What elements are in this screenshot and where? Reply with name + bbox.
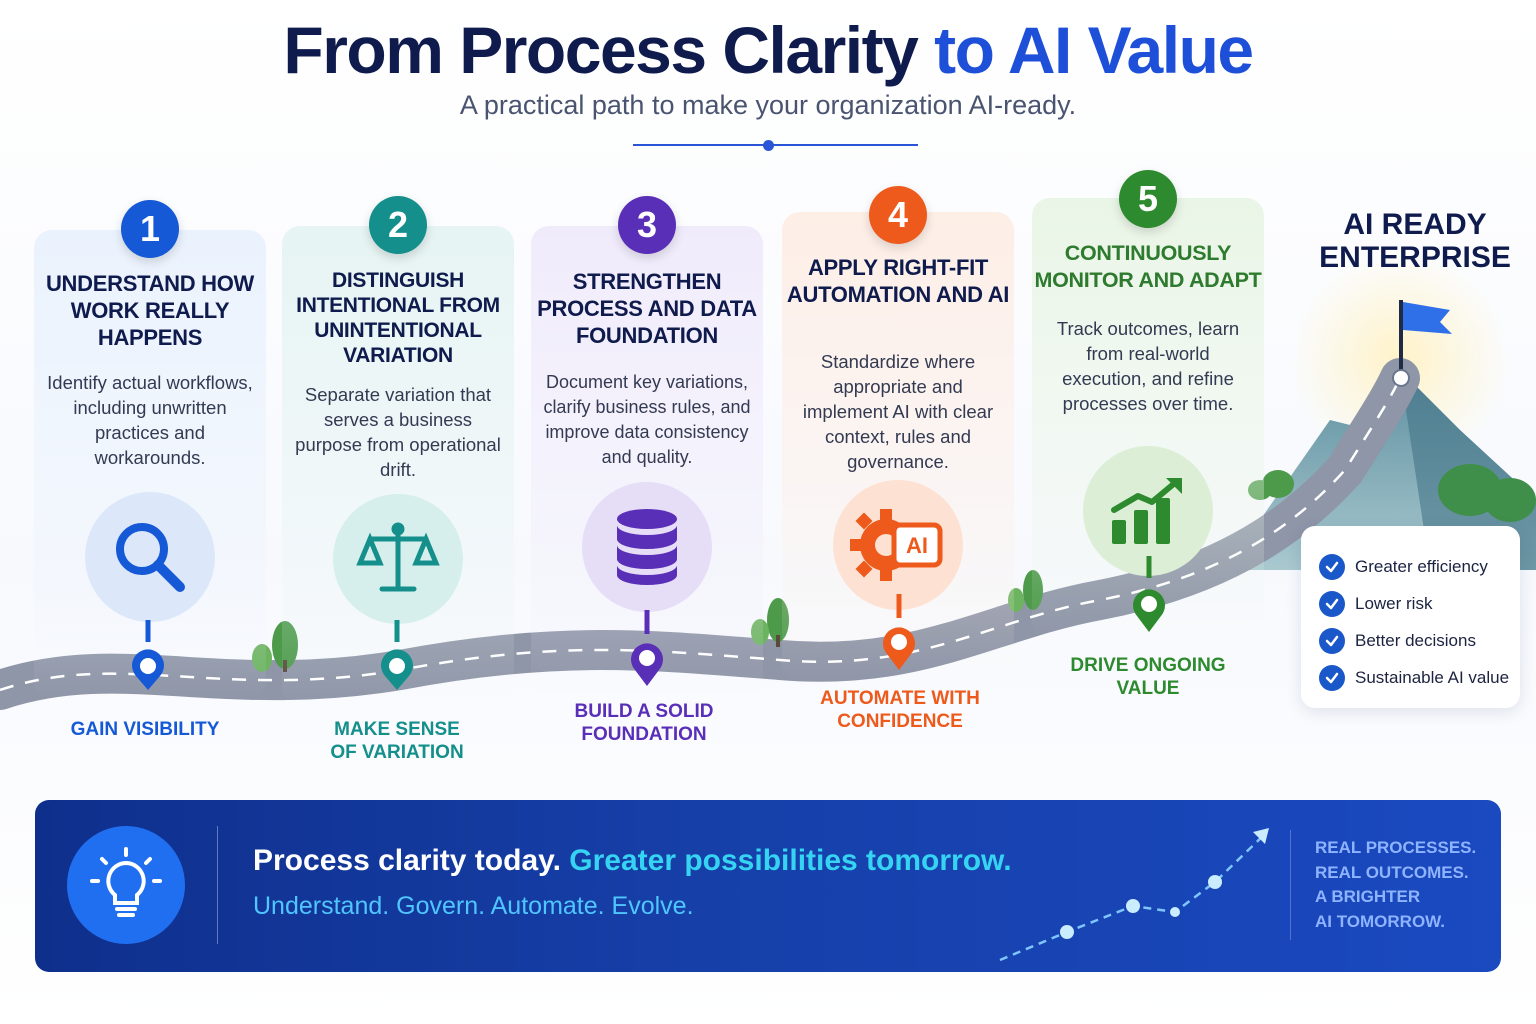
step-card-1: 1 Understand how work really happens Ide… — [34, 200, 266, 700]
stage-label-1: Gain visibility — [70, 719, 220, 740]
banner-headline-part-1: Process clarity today. — [253, 844, 561, 877]
step-title: Continuously monitor and adapt — [1034, 241, 1262, 292]
benefit-item: Better decisions — [1319, 622, 1520, 659]
step-marker-4 — [883, 594, 915, 670]
benefit-item: Lower risk — [1319, 585, 1520, 622]
step-title: Apply right-fit automation and AI — [786, 255, 1010, 307]
page-subtitle: A practical path to make your organizati… — [459, 90, 1077, 120]
summit-flag-icon — [1392, 300, 1452, 387]
benefit-item: Greater efficiency — [1319, 548, 1520, 585]
title-part-2: to AI Value — [934, 13, 1254, 87]
benefit-label: Lower risk — [1355, 593, 1433, 613]
stage-label-3: Build a solid foundation — [574, 701, 714, 745]
stage-label-5: Drive ongoing value — [1070, 655, 1226, 699]
banner-subline: Understand. Govern. Automate. Evolve. — [253, 892, 694, 920]
banner-separator — [1290, 830, 1291, 940]
check-icon — [1319, 590, 1345, 617]
step-card-4: 4 Apply right-fit automation and AI Stan… — [782, 186, 1014, 682]
title-part-1: From Process Clarity — [283, 13, 918, 87]
banner-headline-part-2: Greater possibilities tomorrow. — [569, 844, 1012, 877]
banner-headline: Process clarity today. Greater possibili… — [253, 844, 1012, 878]
banner-separator — [217, 826, 218, 944]
goal-title: AI READY ENTERPRISE — [1319, 208, 1511, 274]
lightbulb-icon — [67, 826, 185, 944]
step-number-badge: 4 — [869, 186, 927, 244]
benefits-panel: Greater efficiency Lower risk Better dec… — [1301, 526, 1520, 708]
benefit-item: Sustainable AI value — [1319, 659, 1520, 696]
benefit-label: Greater efficiency — [1355, 556, 1488, 576]
step-description: Standardize where appropriate and implem… — [802, 351, 994, 472]
scales-icon — [356, 522, 440, 592]
magnifier-icon — [116, 523, 185, 592]
check-icon — [1319, 553, 1345, 580]
step-marker-3 — [631, 610, 663, 686]
title-divider — [633, 144, 918, 146]
page-title: From Process Clarity to AI Value — [0, 12, 1536, 88]
step-title: Understand how work really happens — [45, 271, 255, 350]
step-number-badge: 1 — [121, 200, 179, 258]
step-number-badge: 2 — [369, 196, 427, 254]
tagline-line: Real outcomes. — [1315, 862, 1469, 882]
trend-line-icon — [999, 828, 1269, 962]
step-title: Distinguish intentional from unintention… — [296, 269, 500, 367]
benefit-label: Better decisions — [1355, 630, 1476, 650]
step-icon-circle: AI — [833, 480, 963, 610]
tree — [1438, 464, 1536, 522]
banner-tagline: Real processes. Real outcomes. A brighte… — [1315, 836, 1476, 934]
tagline-line: AI tomorrow. — [1315, 911, 1446, 931]
step-marker-5 — [1133, 556, 1165, 632]
step-icon-circle — [333, 494, 463, 624]
step-icon-circle — [1083, 446, 1213, 576]
step-description: Track outcomes, learn from real-world ex… — [1056, 318, 1240, 414]
title-divider-dot — [763, 140, 774, 151]
step-number-badge: 3 — [618, 196, 676, 254]
bottom-banner: Process clarity today. Greater possibili… — [35, 800, 1501, 972]
tagline-line: A brighter — [1315, 887, 1421, 906]
tagline-line: Real processes. — [1315, 838, 1477, 857]
step-description: Identify actual workflows, including unw… — [47, 372, 253, 468]
step-marker-2 — [381, 620, 413, 690]
stage-label-4: Automate with confidence — [820, 688, 980, 732]
step-marker-1 — [132, 620, 164, 690]
step-icon-circle — [582, 482, 712, 612]
step-icon-circle — [85, 492, 215, 622]
step-description: Separate variation that serves a busines… — [295, 384, 501, 480]
growth-chart-icon — [1111, 478, 1182, 544]
check-icon — [1319, 664, 1345, 691]
database-icon — [617, 509, 677, 585]
step-title: Strengthen process and data foundation — [537, 269, 757, 348]
svg-text:AI: AI — [906, 533, 928, 558]
gear-ai-icon: AI — [850, 509, 943, 581]
check-icon — [1319, 627, 1345, 654]
benefit-label: Sustainable AI value — [1355, 667, 1510, 687]
stage-label-2: Make sense of variation — [330, 719, 464, 763]
step-number-badge: 5 — [1119, 170, 1177, 228]
step-description: Document key variations, clarify busines… — [543, 372, 751, 467]
